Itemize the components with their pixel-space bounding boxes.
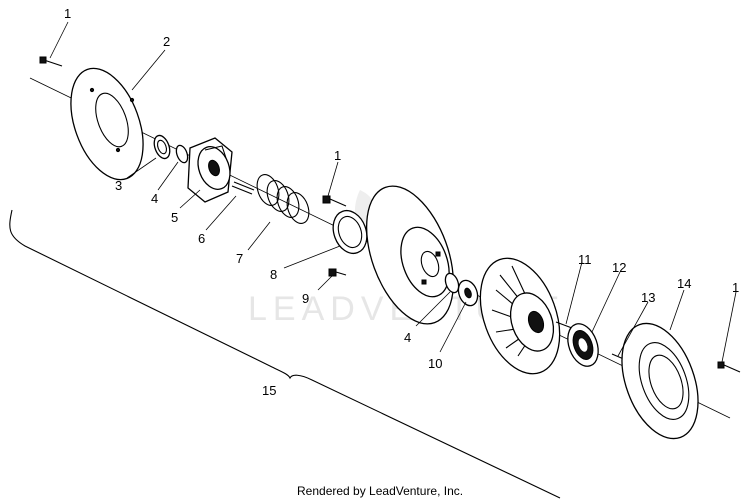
screw-part-middle — [322, 195, 347, 207]
callout-3: 3 — [115, 178, 122, 193]
callout-1-middle: 1 — [334, 148, 341, 163]
callout-2: 2 — [163, 34, 170, 49]
ring-part — [153, 134, 171, 160]
spring-part — [256, 174, 310, 224]
callout-6: 6 — [198, 231, 205, 246]
cam-part — [567, 323, 599, 367]
outer-cover-part — [621, 322, 699, 440]
pin-part — [231, 181, 255, 195]
leader-lines — [49, 21, 737, 363]
dowel-pin-part — [555, 321, 573, 329]
fan-sheave-part — [479, 257, 561, 375]
thrust-washer-part — [457, 279, 479, 307]
callout-7: 7 — [236, 251, 243, 266]
callout-11: 11 — [578, 252, 592, 267]
cover-plate-part — [70, 67, 144, 181]
callout-9: 9 — [302, 291, 309, 306]
assembly-brace — [9, 209, 561, 499]
footer-credit: Rendered by LeadVenture, Inc. — [297, 484, 463, 498]
callout-13: 13 — [641, 290, 655, 305]
callout-8: 8 — [270, 267, 277, 282]
sheave-disc-part — [365, 185, 455, 325]
screw-part — [39, 56, 63, 67]
callout-12: 12 — [612, 260, 626, 275]
callout-5: 5 — [171, 210, 178, 225]
callout-10: 10 — [428, 356, 442, 371]
washer-part — [175, 144, 189, 164]
callout-14: 14 — [677, 276, 691, 291]
screw-part-right — [717, 361, 741, 373]
callout-4-right: 4 — [404, 330, 411, 345]
bolt-part — [328, 268, 347, 277]
callout-4-left: 4 — [151, 191, 158, 206]
washer-part-2 — [444, 272, 460, 294]
callout-1-top: 1 — [64, 6, 71, 21]
callout-1-right: 1 — [732, 280, 739, 295]
spider-hub-part — [187, 137, 233, 203]
callout-15: 15 — [262, 383, 276, 398]
bushing-part — [332, 209, 368, 255]
